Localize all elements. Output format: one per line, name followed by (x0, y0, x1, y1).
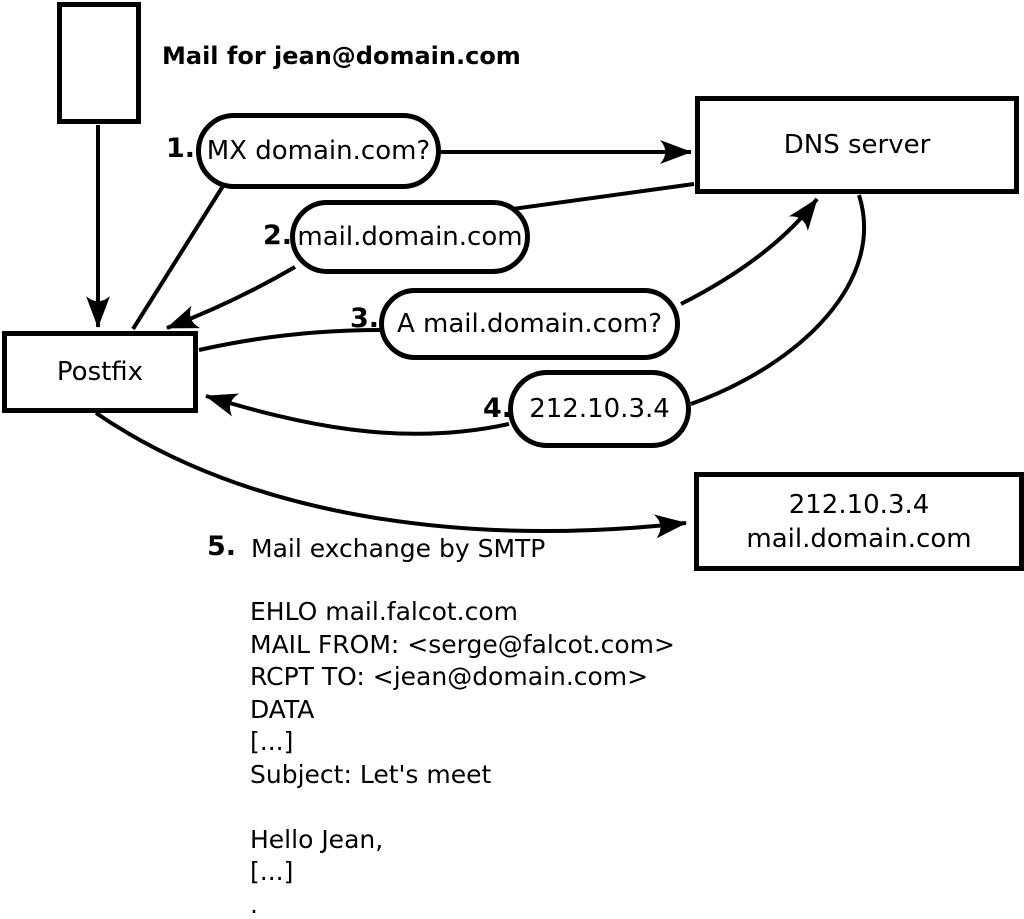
smtp-line: Hello Jean, (250, 824, 384, 854)
step-number-4: 4. (483, 393, 513, 424)
answer2-pill: mail.domain.com (290, 200, 530, 274)
dns-server-node-label: DNS server (783, 129, 931, 160)
query3-pill-label: A mail.domain.com? (397, 308, 662, 339)
incoming-mail-node (57, 2, 141, 124)
mail-server-node: 212.10.3.4 mail.domain.com (694, 472, 1024, 571)
diagram-title: Mail for jean@domain.com (162, 42, 521, 70)
smtp-line: [...] (250, 857, 294, 886)
arrow-answer4-to-postfix (205, 393, 510, 436)
line-postfix-to-query1 (131, 184, 225, 331)
smtp-transcript: EHLO mail.falcot.com MAIL FROM: <serge@f… (250, 596, 675, 919)
postfix-node: Postfix (2, 331, 198, 413)
arrow-query3-to-dns (680, 197, 819, 306)
mail-server-hostname: mail.domain.com (746, 523, 972, 554)
smtp-line: RCPT TO: <jean@domain.com> (250, 662, 649, 691)
smtp-line: DATA (250, 694, 315, 724)
mail-server-ip: 212.10.3.4 (788, 489, 930, 520)
line-dns-to-answer2 (504, 182, 695, 212)
postfix-node-label: Postfix (56, 356, 144, 387)
line-postfix-to-query3 (198, 328, 381, 352)
arrow-postfix-to-mailserver (94, 411, 687, 539)
step5-caption: Mail exchange by SMTP (251, 534, 546, 563)
smtp-line: MAIL FROM: <serge@falcot.com> (250, 629, 675, 659)
step-number-5: 5. (207, 531, 237, 562)
answer4-pill-label: 212.10.3.4 (529, 393, 670, 424)
query1-pill-label: MX domain.com? (206, 135, 431, 166)
smtp-line: . (250, 889, 258, 919)
smtp-line (250, 791, 675, 824)
step-number-3: 3. (350, 303, 380, 334)
step-number-2: 2. (263, 220, 293, 251)
smtp-line: Subject: Let's meet (250, 759, 492, 789)
step-number-1: 1. (166, 133, 196, 164)
smtp-line: [...] (250, 727, 294, 756)
line-dns-to-answer4 (690, 194, 866, 406)
smtp-line: EHLO mail.falcot.com (250, 597, 519, 626)
arrow-answer2-to-postfix (166, 265, 297, 330)
answer2-pill-label: mail.domain.com (297, 221, 523, 252)
query1-pill: MX domain.com? (196, 113, 441, 189)
answer4-pill: 212.10.3.4 (508, 370, 691, 448)
dns-server-node: DNS server (695, 96, 1019, 194)
query3-pill: A mail.domain.com? (379, 288, 680, 360)
